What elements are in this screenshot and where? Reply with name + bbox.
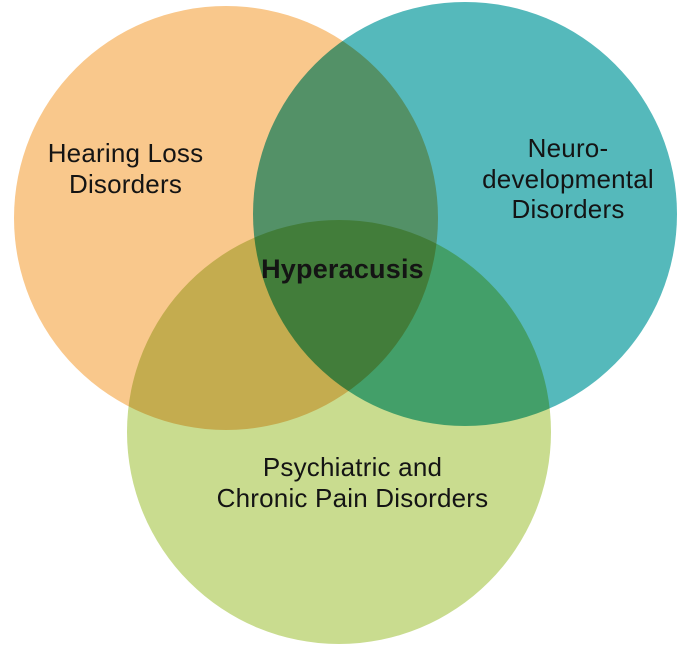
neurodevelopmental-label: Neuro- developmental Disorders [448,133,688,225]
hyperacusis-center-label: Hyperacusis [261,254,424,284]
psychiatric-label: Psychiatric and Chronic Pain Disorders [165,452,540,513]
psychiatric-label-line-2: Chronic Pain Disorders [216,482,489,513]
psychiatric-circle [127,220,551,644]
psychiatric-label-line-1: Psychiatric and [262,452,443,482]
hearing-loss-label-line-1: Hearing Loss [47,138,204,168]
hearing-loss-label: Hearing Loss Disorders [18,138,233,199]
neurodevelopmental-label-line-1: Neuro- [527,133,609,163]
neurodevelopmental-label-line-3: Disorders [511,194,625,225]
hearing-loss-label-line-2: Disorders [68,168,183,199]
neurodevelopmental-label-line-2: developmental [482,163,654,194]
